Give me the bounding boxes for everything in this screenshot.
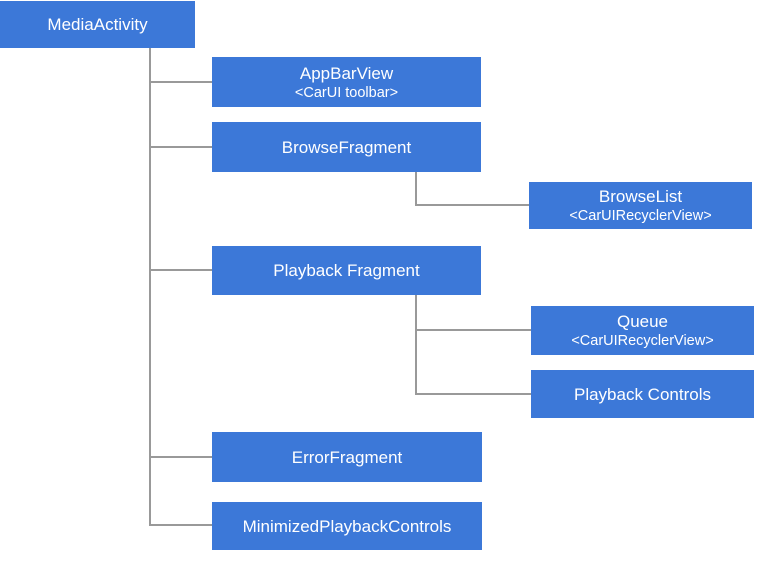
node-media-activity-label: MediaActivity xyxy=(47,15,148,34)
node-browse-list-sublabel: <CarUIRecyclerView> xyxy=(569,208,712,224)
node-playback-fragment-label: Playback Fragment xyxy=(273,261,420,280)
node-browse-fragment-label: BrowseFragment xyxy=(281,137,412,157)
connector-branch-appbarview xyxy=(149,81,212,83)
node-queue-sublabel: <CarUIRecyclerView> xyxy=(571,333,714,349)
node-playback-fragment: Playback Fragment xyxy=(212,246,481,295)
node-app-bar-view: AppBarView <CarUI toolbar> xyxy=(212,57,481,107)
node-queue: Queue <CarUIRecyclerView> xyxy=(531,306,754,355)
connector-branch-playbackcontrols xyxy=(415,393,531,395)
node-error-fragment-label: ErrorFragment xyxy=(291,447,403,467)
node-app-bar-view-sublabel: <CarUI toolbar> xyxy=(294,84,399,101)
connector-branch-minimizedplaybackcontrols xyxy=(149,524,212,526)
node-minimized-playback-controls: MinimizedPlaybackControls xyxy=(212,502,482,550)
connector-branch-playbackfragment xyxy=(149,269,212,271)
node-playback-controls-label: Playback Controls xyxy=(573,384,711,404)
node-queue-label: Queue xyxy=(616,312,669,331)
connector-trunk-browsefragment xyxy=(415,172,417,206)
node-browse-list-label: BrowseList xyxy=(598,187,683,206)
node-browse-list: BrowseList <CarUIRecyclerView> xyxy=(529,182,752,229)
connector-branch-browsefragment xyxy=(149,146,212,148)
node-browse-fragment: BrowseFragment xyxy=(212,122,481,172)
connector-branch-browselist xyxy=(415,204,529,206)
connector-trunk-playbackfragment xyxy=(415,295,417,395)
connector-branch-errorfragment xyxy=(149,456,212,458)
node-playback-controls: Playback Controls xyxy=(531,370,754,418)
connector-trunk-mediaactivity xyxy=(149,48,151,526)
node-minimized-playback-controls-label: MinimizedPlaybackControls xyxy=(242,516,452,536)
node-error-fragment: ErrorFragment xyxy=(212,432,482,482)
node-media-activity: MediaActivity xyxy=(0,1,195,48)
connector-branch-queue xyxy=(415,329,531,331)
node-app-bar-view-label: AppBarView xyxy=(299,63,394,83)
